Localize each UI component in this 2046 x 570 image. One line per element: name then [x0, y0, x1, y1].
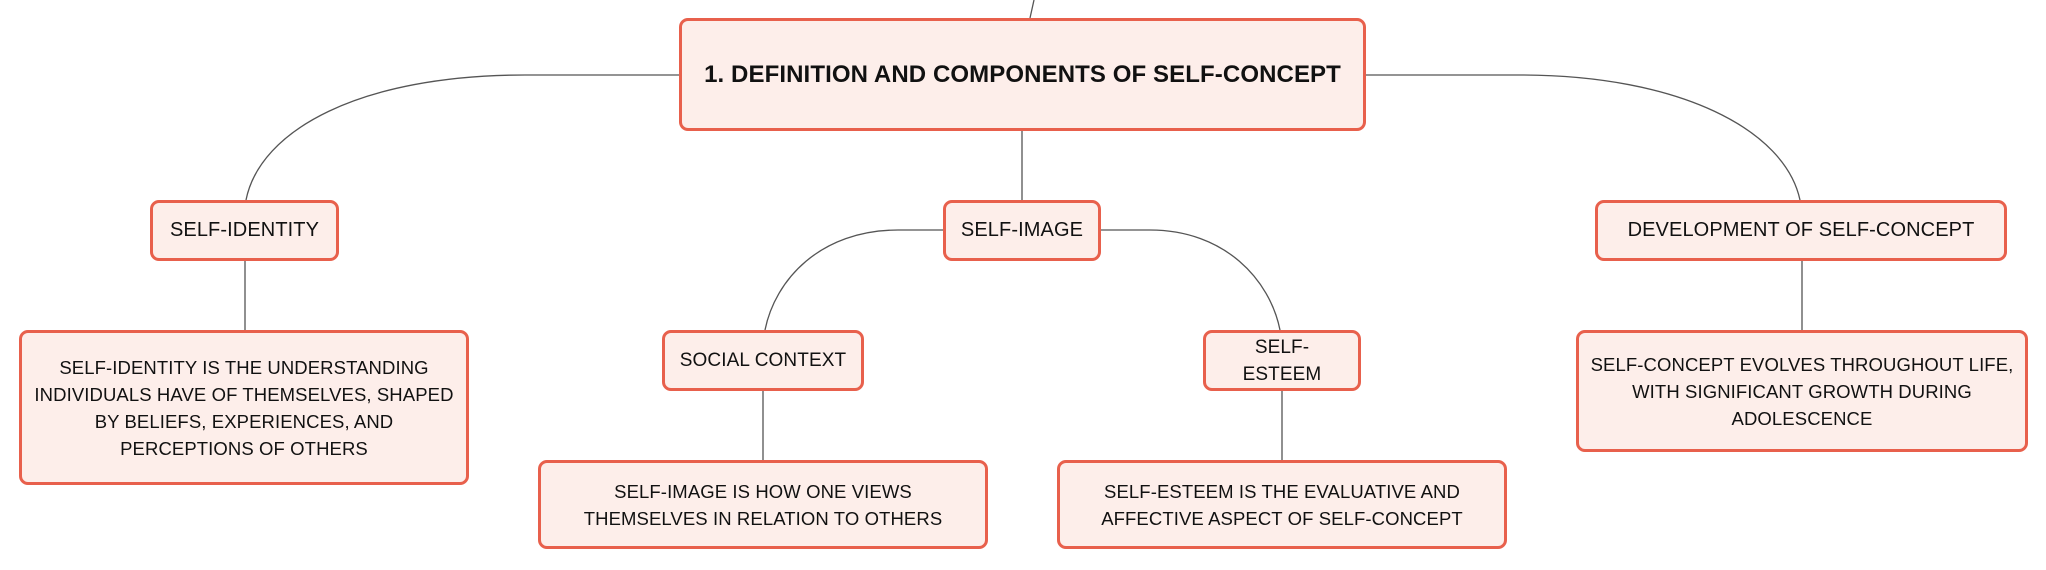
- self-image-node[interactable]: SELF-IMAGE: [943, 200, 1101, 261]
- self-identity-label: SELF-IDENTITY: [169, 219, 320, 241]
- self-esteem-description: SELF-ESTEEM IS THE EVALUATIVE AND AFFECT…: [1101, 480, 1463, 529]
- development-description-node[interactable]: SELF-CONCEPT EVOLVES THROUGHOUT LIFE, WI…: [1576, 330, 2028, 452]
- connector-self-image-to-self-esteem: [1100, 229, 1281, 331]
- connector-parent-to-root: [1029, 0, 1035, 19]
- social-context-description: SELF-IMAGE IS HOW ONE VIEWS THEMSELVES I…: [583, 480, 943, 529]
- development-label: DEVELOPMENT OF SELF-CONCEPT: [1627, 219, 1975, 241]
- connector-root-to-self-identity: [245, 74, 679, 201]
- social-context-description-node[interactable]: SELF-IMAGE IS HOW ONE VIEWS THEMSELVES I…: [538, 460, 988, 549]
- development-description: SELF-CONCEPT EVOLVES THROUGHOUT LIFE, WI…: [1590, 353, 2014, 429]
- self-esteem-label: SELF-ESTEEM: [1242, 336, 1322, 385]
- self-esteem-description-node[interactable]: SELF-ESTEEM IS THE EVALUATIVE AND AFFECT…: [1057, 460, 1507, 549]
- development-node[interactable]: DEVELOPMENT OF SELF-CONCEPT: [1595, 200, 2007, 261]
- self-esteem-node[interactable]: SELF-ESTEEM: [1203, 330, 1361, 391]
- root-node[interactable]: 1. DEFINITION AND COMPONENTS OF SELF-CON…: [679, 18, 1366, 131]
- self-image-label: SELF-IMAGE: [960, 219, 1084, 241]
- self-identity-description-node[interactable]: SELF-IDENTITY IS THE UNDERSTANDING INDIV…: [19, 330, 469, 485]
- root-node-label: 1. DEFINITION AND COMPONENTS OF SELF-CON…: [704, 60, 1341, 88]
- connector-root-to-development: [1366, 74, 1801, 201]
- connector-self-image-to-social-context: [764, 229, 944, 331]
- self-identity-description: SELF-IDENTITY IS THE UNDERSTANDING INDIV…: [34, 356, 454, 459]
- self-identity-node[interactable]: SELF-IDENTITY: [150, 200, 339, 261]
- social-context-node[interactable]: SOCIAL CONTEXT: [662, 330, 864, 391]
- social-context-label: SOCIAL CONTEXT: [679, 350, 847, 371]
